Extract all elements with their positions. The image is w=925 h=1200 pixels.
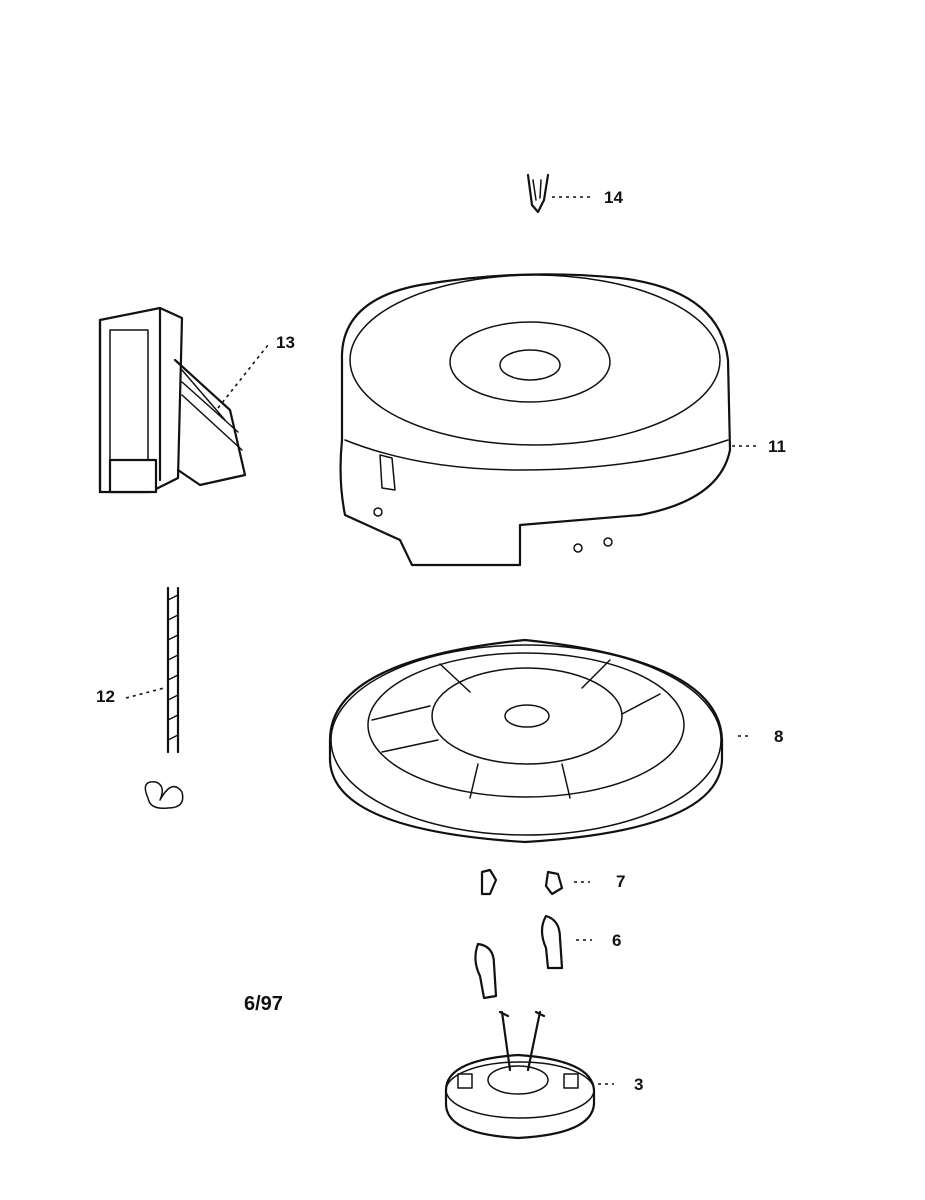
part-12-rope <box>125 586 184 810</box>
part-6-springs <box>474 914 592 1000</box>
part-8-pulley <box>328 638 748 844</box>
part-3-cam <box>444 1010 614 1140</box>
callout-12: 12 <box>96 687 115 706</box>
callout-13: 13 <box>276 333 295 352</box>
callout-3: 3 <box>634 1075 644 1094</box>
callout-7: 7 <box>616 872 626 891</box>
callout-6: 6 <box>612 931 622 950</box>
part-7-dogs <box>480 868 590 896</box>
part-14-clip <box>526 173 590 214</box>
callout-14: 14 <box>604 188 623 207</box>
part-11-housing <box>339 273 760 567</box>
part-13-handle <box>98 306 269 494</box>
callout-11: 11 <box>768 437 786 456</box>
date-code: 6/97 <box>244 993 283 1015</box>
callout-8: 8 <box>774 727 784 746</box>
